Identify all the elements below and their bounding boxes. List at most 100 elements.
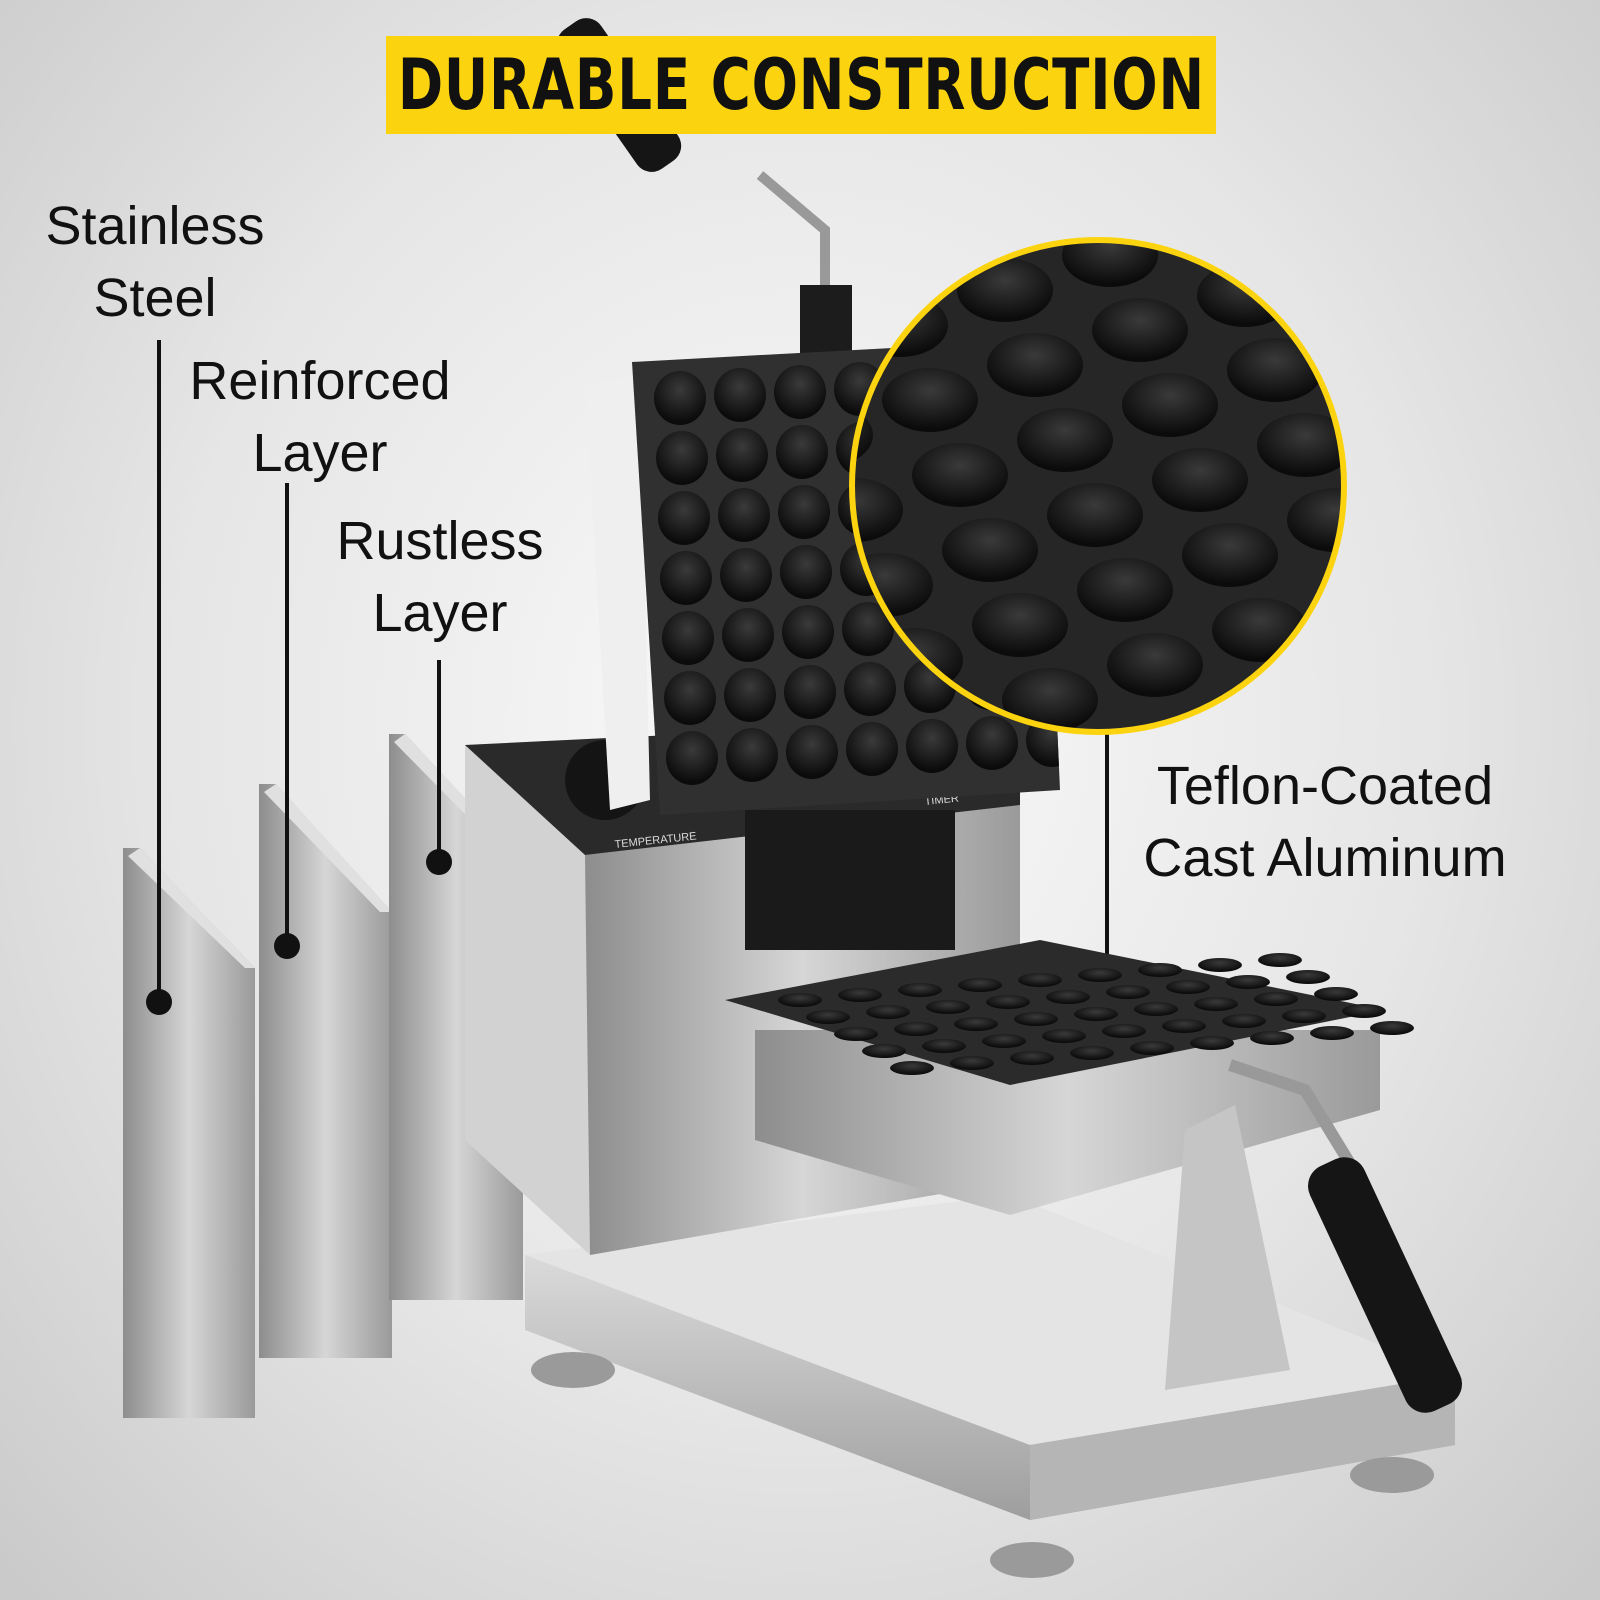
mold-cup — [866, 1005, 910, 1019]
mold-cup — [1254, 992, 1298, 1006]
mold-cup — [782, 605, 834, 659]
mold-cup — [1106, 985, 1150, 999]
mold-cup — [1070, 1046, 1114, 1060]
mold-cup — [1286, 970, 1330, 984]
mold-cup — [1452, 8, 1548, 72]
mold-cup — [1130, 1041, 1174, 1055]
mold-cup — [927, 240, 1023, 247]
mold-cup — [1437, 268, 1533, 332]
mold-cup — [954, 1017, 998, 1031]
mold-cup — [806, 1010, 850, 1024]
lower-plate — [725, 940, 1414, 1215]
mold-cup — [792, 143, 888, 207]
label-line: Teflon-Coated — [1156, 756, 1494, 816]
mold-cup — [1122, 373, 1218, 437]
mold-cup — [1182, 523, 1278, 587]
mold-cup — [656, 431, 708, 485]
mold-cup — [1017, 408, 1113, 472]
mold-cup — [784, 665, 836, 719]
label-line: Reinforced — [189, 351, 451, 411]
hinge — [745, 810, 955, 950]
mold-cup — [717, 253, 813, 317]
mold-cup — [1377, 118, 1473, 182]
mold-cup — [1258, 953, 1302, 967]
mold-cup — [1512, 158, 1600, 222]
mold-cup — [1362, 378, 1458, 442]
label-teflon-coated: Teflon-Coated Cast Aluminum — [1110, 750, 1540, 894]
mold-cup — [1062, 240, 1158, 287]
label-line: Layer — [372, 583, 508, 643]
mold-cup — [1467, 343, 1563, 407]
mold-cup — [1226, 975, 1270, 989]
mold-cup — [1162, 1019, 1206, 1033]
mold-cup — [966, 716, 1018, 770]
mold-cup — [1194, 997, 1238, 1011]
stainless-steel-plate — [123, 848, 255, 1418]
reinforced-layer-plate — [259, 784, 392, 1358]
mold-cup — [1370, 1021, 1414, 1035]
mold-cup — [726, 728, 778, 782]
label-line: Rustless — [336, 511, 544, 571]
label-line: Cast Aluminum — [1143, 828, 1507, 888]
mold-cup — [660, 551, 712, 605]
mold-cup — [1407, 193, 1503, 257]
mold-cup — [898, 983, 942, 997]
label-reinforced-layer: Reinforced Layer — [170, 345, 470, 489]
label-line: Stainless — [45, 196, 265, 256]
label-line: Steel — [93, 268, 217, 328]
mold-cup — [722, 608, 774, 662]
label-line: Layer — [252, 423, 388, 483]
mold-cup — [906, 719, 958, 773]
mold-cup — [882, 368, 978, 432]
mold-cup — [724, 668, 776, 722]
mold-cup — [1002, 668, 1098, 732]
mold-cup — [1242, 78, 1338, 142]
mold-cup — [846, 722, 898, 776]
mold-cup — [986, 995, 1030, 1009]
mold-cup — [1032, 148, 1128, 212]
mold-cup — [1542, 233, 1600, 297]
mold-cup — [718, 488, 770, 542]
mold-cup — [716, 428, 768, 482]
mold-cup — [1302, 240, 1344, 292]
mold-cup — [778, 485, 830, 539]
mold-cup — [1166, 980, 1210, 994]
mold-cup — [1190, 1036, 1234, 1050]
mold-cup — [662, 611, 714, 665]
mold-cup — [912, 443, 1008, 507]
mold-cup — [852, 240, 918, 282]
mold-cup — [1497, 418, 1593, 482]
title: DURABLE CONSTRUCTION — [397, 44, 1205, 126]
mold-cup — [666, 731, 718, 785]
mold-cup — [1272, 153, 1368, 217]
mold-cup — [950, 1056, 994, 1070]
mold-cup — [1222, 1014, 1266, 1028]
machine-base — [525, 1195, 1455, 1578]
mold-cup — [1287, 488, 1344, 552]
mold-cup — [714, 368, 766, 422]
mold-cup — [1010, 1051, 1054, 1065]
mold-cup — [922, 1039, 966, 1053]
mold-cup — [1102, 1024, 1146, 1038]
mold-cup — [780, 545, 832, 599]
mold-cup — [664, 671, 716, 725]
mold-cup — [1392, 453, 1488, 517]
mold-cup — [1527, 493, 1600, 557]
mold-cup — [1014, 1012, 1058, 1026]
mold-cup — [774, 365, 826, 419]
mold-cup — [1347, 43, 1443, 107]
mold-cup — [1107, 633, 1203, 697]
mold-cup — [1422, 528, 1518, 592]
mold-cup — [1018, 973, 1062, 987]
mold-cup — [720, 548, 772, 602]
mold-cup — [838, 988, 882, 1002]
mold-cup — [658, 491, 710, 545]
label-rustless-layer: Rustless Layer — [310, 505, 570, 649]
mold-cup — [1572, 308, 1600, 372]
mold-cup — [942, 518, 1038, 582]
mold-cup — [1167, 240, 1263, 252]
mold-cup — [1314, 987, 1358, 1001]
mold-cup — [1138, 963, 1182, 977]
mold-cup — [958, 978, 1002, 992]
